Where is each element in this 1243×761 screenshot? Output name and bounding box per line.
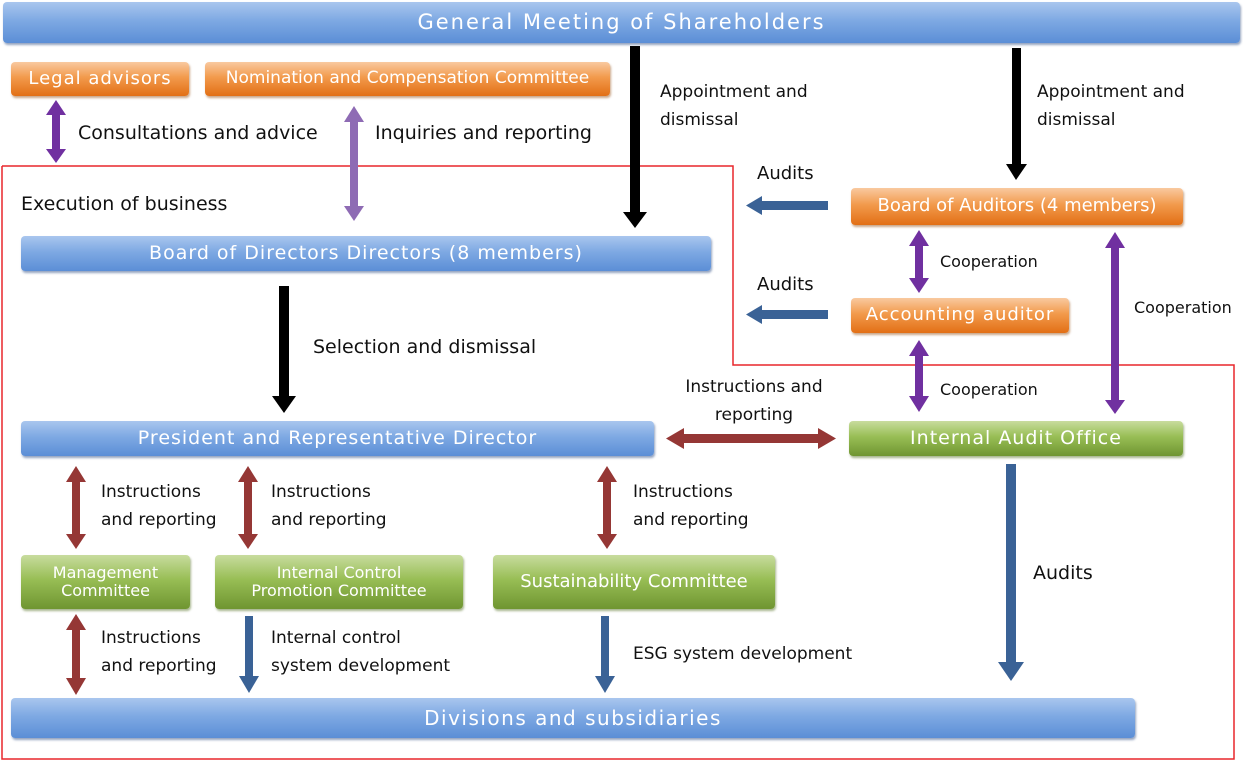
instructions-sust-line1: Instructions [633, 482, 733, 502]
nomination-committee-box: Nomination and Compensation Committee [205, 62, 610, 96]
legal-advisors-box: Legal advisors [11, 62, 189, 96]
cooperation-label-right: Cooperation [1134, 298, 1232, 317]
appointment-right-line1: Appointment and [1037, 82, 1185, 102]
cooperation-arrow-accounting [909, 340, 929, 412]
audits-label-mid: Audits [757, 274, 814, 295]
cooperation-arrow-auditors [909, 230, 929, 293]
internal-control-dev-label: Internal control system development [271, 624, 450, 680]
instructions-label-sust: Instructions and reporting [633, 478, 749, 534]
internal-control-dev-line2: system development [271, 656, 451, 676]
instructions-arrow-ic [238, 466, 258, 549]
selection-label: Selection and dismissal [313, 336, 537, 358]
inquiries-label: Inquiries and reporting [375, 122, 592, 144]
consultation-arrow [46, 100, 66, 163]
instructions-mgmt-line1: Instructions [101, 482, 201, 502]
esg-dev-label: ESG system development [633, 644, 853, 664]
cooperation-label-auditors: Cooperation [940, 252, 1038, 271]
appointment-label-left: Appointment and dismissal [660, 78, 808, 134]
management-committee-box: Management Committee [21, 555, 190, 609]
instructions-arrow-mgmt-lower [66, 614, 86, 695]
internal-control-line1: Internal Control [276, 562, 402, 582]
instructions-mgmt-lower-line2: and reporting [101, 656, 217, 676]
internal-control-arrow [239, 616, 259, 693]
appointment-right-line2: dismissal [1037, 110, 1116, 130]
internal-control-line2: Promotion Committee [251, 581, 427, 600]
audits-label-top: Audits [757, 163, 814, 184]
instructions-center-line1: Instructions and [685, 377, 823, 397]
audits-arrow-top [746, 196, 828, 215]
accounting-auditor-box: Accounting auditor [851, 298, 1069, 333]
instructions-arrow-horizontal [666, 428, 836, 449]
instructions-mgmt-lower-line1: Instructions [101, 628, 201, 648]
appointment-label-right: Appointment and dismissal [1037, 78, 1185, 134]
internal-control-committee-box: Internal Control Promotion Committee [215, 555, 463, 609]
internal-audit-office-box: Internal Audit Office [849, 421, 1183, 456]
appointment-left-line2: dismissal [660, 110, 739, 130]
president-box: President and Representative Director [21, 421, 654, 456]
instructions-sust-line2: and reporting [633, 510, 749, 530]
shareholders-box: General Meeting of Shareholders [3, 2, 1240, 43]
management-committee-line1: Management [52, 562, 159, 582]
instructions-label-mgmt: Instructions and reporting [101, 478, 217, 534]
appointment-arrow-auditors [1006, 48, 1027, 180]
consultations-label: Consultations and advice [78, 122, 318, 144]
instructions-label-center: Instructions and reporting [683, 373, 825, 429]
instructions-ic-line1: Instructions [271, 482, 371, 502]
internal-control-dev-line1: Internal control [271, 628, 401, 648]
esg-arrow [595, 616, 615, 693]
audits-arrow-mid [746, 305, 828, 324]
instructions-arrow-mgmt [66, 466, 86, 549]
board-of-auditors-box: Board of Auditors (4 members) [851, 188, 1183, 225]
sustainability-committee-box: Sustainability Committee [493, 555, 775, 609]
management-committee-line2: Committee [61, 581, 150, 600]
divisions-box: Divisions and subsidiaries [11, 698, 1135, 738]
instructions-label-mgmt-lower: Instructions and reporting [101, 624, 217, 680]
appointment-left-line1: Appointment and [660, 82, 808, 102]
audits-label-internal: Audits [1033, 562, 1093, 584]
board-of-directors-box: Board of Directors Directors (8 members) [21, 236, 711, 271]
cooperation-arrow-right [1105, 232, 1125, 414]
execution-label: Execution of business [21, 193, 228, 215]
instructions-ic-line2: and reporting [271, 510, 387, 530]
selection-arrow [272, 286, 296, 413]
audits-arrow-internal [998, 464, 1024, 681]
appointment-arrow-directors [623, 46, 647, 228]
instructions-center-line2: reporting [714, 405, 794, 425]
cooperation-label-accounting: Cooperation [940, 380, 1038, 399]
instructions-arrow-sust [597, 466, 617, 549]
inquiries-arrow [344, 106, 364, 221]
instructions-label-ic: Instructions and reporting [271, 478, 387, 534]
instructions-mgmt-line2: and reporting [101, 510, 217, 530]
